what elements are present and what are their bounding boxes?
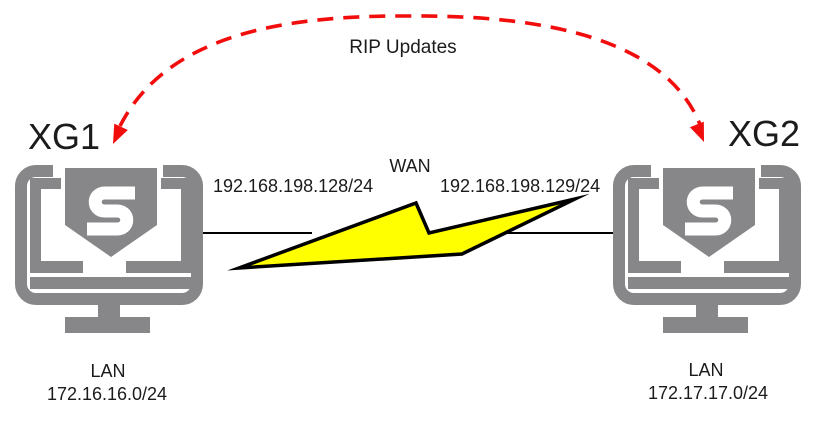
lightning-bolt-icon xyxy=(227,193,590,271)
lan-network-left: 172.16.16.0/24 xyxy=(46,384,168,404)
wan-ip-left-label: 192.168.198.128/24 xyxy=(213,176,374,196)
lan-network-right: 172.17.17.0/24 xyxy=(647,383,769,403)
rip-arrowhead-left-icon xyxy=(113,123,128,144)
xg1-label: XG1 xyxy=(28,116,101,157)
rip-arrowhead-right-icon xyxy=(689,121,704,142)
lan-label-left: LAN xyxy=(90,361,126,381)
device-xg2-icon xyxy=(619,164,795,333)
device-xg1-icon xyxy=(21,164,197,333)
rip-dashed-arc xyxy=(118,14,703,128)
xg2-label: XG2 xyxy=(728,113,801,154)
wan-label: WAN xyxy=(389,156,431,176)
lan-label-right: LAN xyxy=(688,360,724,380)
wan-ip-right-label: 192.168.198.129/24 xyxy=(440,176,601,196)
rip-updates-label: RIP Updates xyxy=(349,37,457,58)
